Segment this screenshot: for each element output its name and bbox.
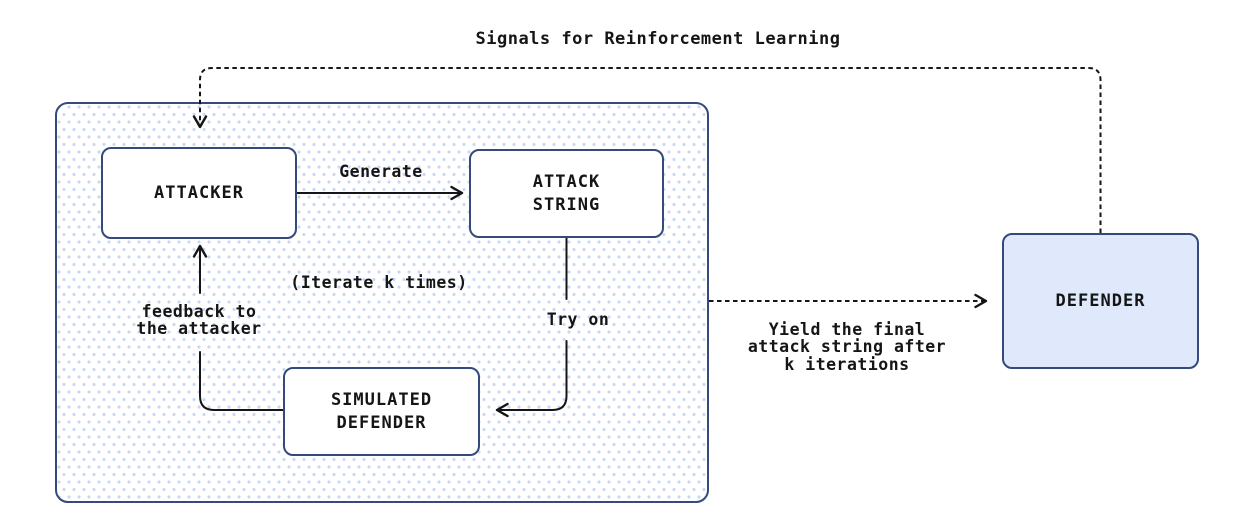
node-attack-string-label: ATTACK STRING [532, 172, 601, 215]
node-simulated-defender: SIMULATED DEFENDER [283, 367, 480, 456]
iterate-note-label: (Iterate k times) [290, 273, 468, 292]
rl-signal-label: Signals for Reinforcement Learning [475, 29, 841, 49]
yield-final-edge-label: Yield the final attack string after k it… [747, 320, 947, 374]
node-attack-string: ATTACK STRING [469, 149, 664, 238]
try-on-edge-label: Try on [546, 310, 610, 329]
node-attacker-label: ATTACKER [154, 182, 244, 203]
generate-edge-label: Generate [339, 162, 423, 181]
feedback-edge-label: feedback to the attacker [136, 302, 262, 339]
node-defender: DEFENDER [1002, 233, 1199, 369]
node-simulated-defender-label: SIMULATED DEFENDER [330, 390, 433, 433]
node-defender-label: DEFENDER [1055, 290, 1146, 311]
node-attacker: ATTACKER [101, 147, 297, 239]
